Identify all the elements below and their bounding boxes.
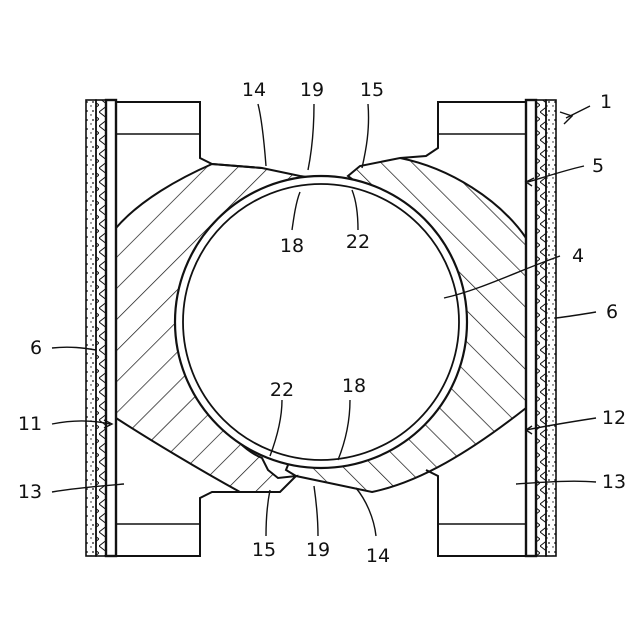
label-6-left: 6 [30, 337, 42, 359]
label-11: 11 [18, 413, 42, 435]
label-4: 4 [572, 245, 584, 267]
label-19-bottom: 19 [306, 539, 330, 561]
label-6-right: 6 [606, 301, 618, 323]
label-12: 12 [602, 407, 626, 429]
label-15-bottom: 15 [252, 539, 276, 561]
label-15-top: 15 [360, 79, 384, 101]
label-13-left: 13 [18, 481, 42, 503]
label-22-top: 22 [346, 231, 370, 253]
right-laminate-plate [526, 100, 556, 556]
label-22-bottom: 22 [270, 379, 294, 401]
label-18-bottom: 18 [342, 375, 366, 397]
label-14-bottom: 14 [366, 545, 390, 567]
label-19-top: 19 [300, 79, 324, 101]
label-1: 1 [600, 91, 612, 113]
label-18-top: 18 [280, 235, 304, 257]
label-13-right: 13 [602, 471, 626, 493]
ball-element [175, 176, 467, 468]
label-5: 5 [592, 155, 604, 177]
label-14-top: 14 [242, 79, 266, 101]
